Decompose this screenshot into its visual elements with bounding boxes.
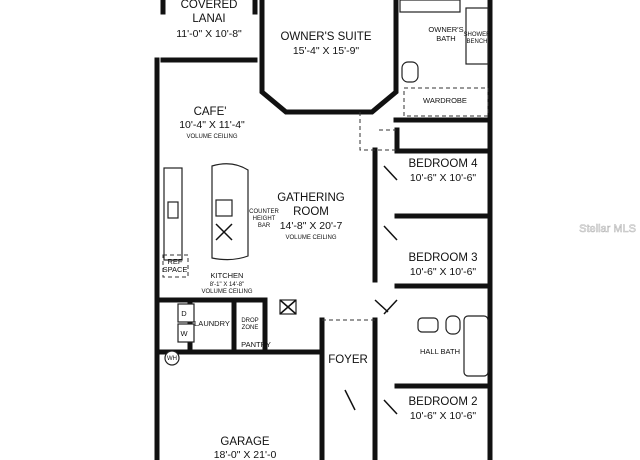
hall-toilet-icon <box>445 315 461 335</box>
dryer-label: D <box>181 309 187 318</box>
counter-label-3: BAR <box>258 223 271 229</box>
wardrobe-label: WARDROBE <box>423 96 467 105</box>
bedroom2-dims: 10'-6" X 10'-6" <box>410 410 477 422</box>
gathering-note: VOLUME CEILING <box>285 235 336 241</box>
door-swings <box>344 165 398 415</box>
hall-bath-label: HALL BATH <box>420 347 460 356</box>
garage-dims: 18'-0" X 21'-0 <box>214 449 277 460</box>
drop-zone-label-1: DROP <box>241 318 258 324</box>
lanai-label-2: LANAI <box>192 13 225 25</box>
toilet-icon <box>401 61 419 83</box>
counter-label-2: HEIGHT <box>253 216 276 222</box>
foyer-label: FOYER <box>328 354 368 366</box>
garage-label: GARAGE <box>220 436 270 448</box>
owners-bath-label-2: BATH <box>436 34 455 43</box>
ref-label-1: REF <box>168 257 183 266</box>
fixtures <box>162 0 489 377</box>
wh-label: WH <box>167 356 177 362</box>
bedroom3-dims: 10'-6" X 10'-6" <box>410 266 477 278</box>
owners-bath-label-1: OWNER'S <box>428 25 463 34</box>
labels: COVERED LANAI 11'-0" X 10'-8" OWNER'S SU… <box>163 0 492 460</box>
gathering-label-2: ROOM <box>293 206 329 218</box>
gathering-dims: 14'-8" X 20'-7 <box>280 220 343 232</box>
cafe-dims: 10'-4" X 11'-4" <box>179 119 245 131</box>
bedroom4-label: BEDROOM 4 <box>408 158 478 170</box>
dryer-icon <box>177 303 195 323</box>
bathtub-icon <box>463 315 489 377</box>
shower-label: SHOWER <box>464 32 492 38</box>
watermark: Stellar MLS <box>579 223 636 235</box>
washer-label: W <box>180 329 188 338</box>
laundry-label: LAUNDRY <box>194 319 230 328</box>
ref-label-2: SPACE <box>163 265 188 274</box>
kitchen-note: VOLUME CEILING <box>201 289 252 295</box>
lanai-label-1: COVERED <box>181 0 238 11</box>
lanai-dims: 11'-0" X 10'-8" <box>176 28 242 40</box>
bedroom3-label: BEDROOM 3 <box>408 252 477 264</box>
walls <box>154 0 493 460</box>
cafe-note: VOLUME CEILING <box>186 134 237 140</box>
wardrobe-outline <box>403 87 489 117</box>
bedroom2-label: BEDROOM 2 <box>408 396 477 408</box>
drop-zone-label-2: ZONE <box>242 325 259 331</box>
kitchen-dims: 8'-1" X 14'-8" <box>210 282 245 288</box>
owners-suite-label: OWNER'S SUITE <box>280 31 371 43</box>
water-heater-icon <box>164 350 180 366</box>
gathering-label-1: GATHERING <box>277 192 345 204</box>
island-sink-icon <box>215 199 233 217</box>
cafe-label: CAFE' <box>194 106 227 118</box>
washer-icon <box>177 323 195 343</box>
openings <box>322 112 396 321</box>
bedroom4-dims: 10'-6" X 10'-6" <box>410 172 477 184</box>
counter-label-1: COUNTER <box>249 209 279 215</box>
pantry-label: PANTRY <box>241 340 271 349</box>
hall-sink-icon <box>417 317 439 333</box>
kitchen-label: KITCHEN <box>211 271 244 280</box>
owners-suite-dims: 15'-4" X 15'-9" <box>293 45 360 57</box>
ref-space-outline <box>162 254 189 278</box>
bench-label: BENCH <box>466 39 487 45</box>
vanity-icon <box>399 0 461 13</box>
shower-icon <box>465 7 489 65</box>
sink-icon <box>167 201 179 219</box>
